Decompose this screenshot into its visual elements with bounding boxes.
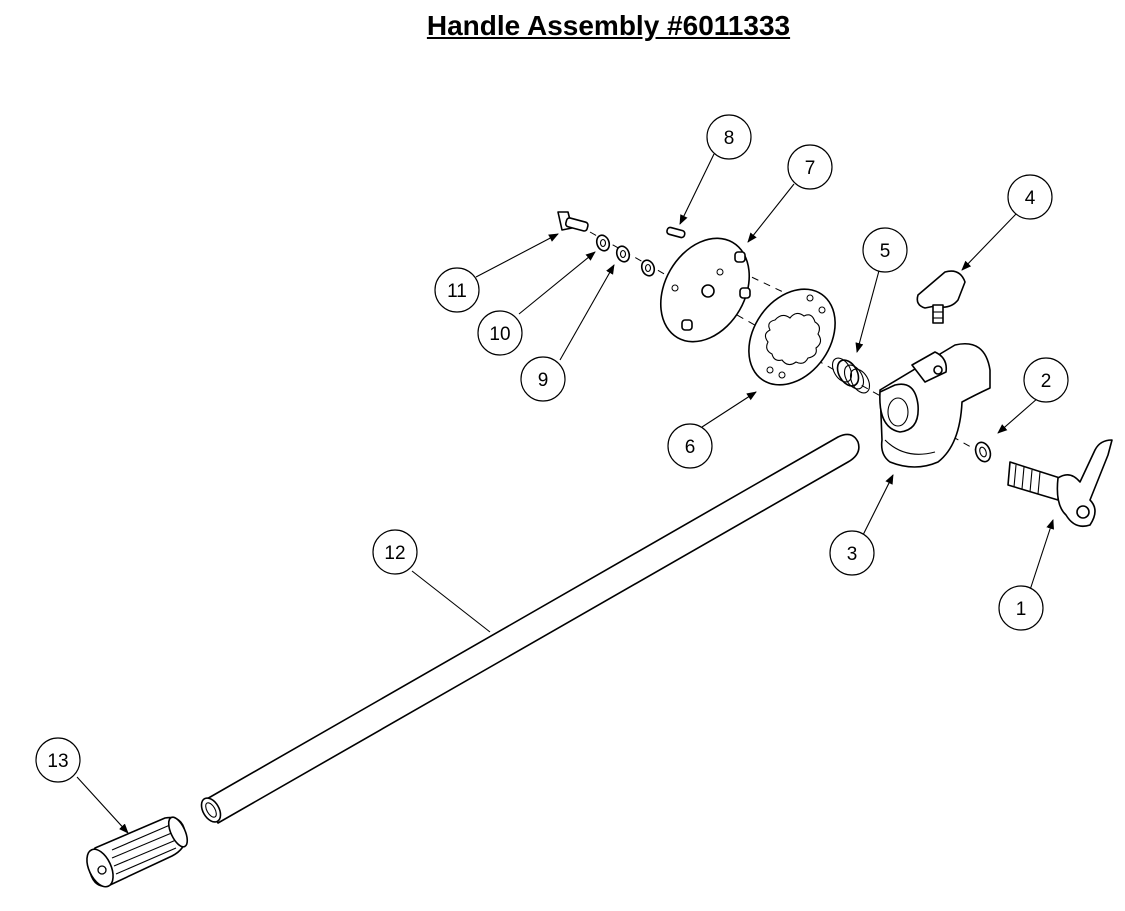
part-2-washer: [974, 441, 992, 463]
part-4-knob: [911, 270, 966, 383]
svg-text:11: 11: [447, 281, 467, 302]
callout-6: 6: [667, 423, 713, 469]
callout-7: 7: [787, 144, 833, 190]
callout-11: 11: [434, 267, 480, 313]
callout-10: 10: [477, 310, 523, 356]
part-8-pin: [666, 226, 686, 239]
svg-text:12: 12: [384, 543, 405, 564]
svg-text:2: 2: [1041, 371, 1052, 392]
callout-2: 2: [1023, 357, 1069, 403]
part-6-ratchet-plate: [748, 288, 836, 386]
part-7-cover-plate: [659, 237, 751, 343]
part-12-handle-tube: [200, 433, 860, 824]
svg-text:1: 1: [1016, 599, 1027, 620]
svg-text:6: 6: [685, 437, 696, 458]
svg-text:5: 5: [880, 241, 891, 262]
svg-text:8: 8: [724, 128, 735, 149]
svg-text:3: 3: [847, 544, 858, 565]
svg-text:13: 13: [47, 751, 68, 772]
callout-1: 1: [998, 585, 1044, 631]
callout-12: 12: [372, 529, 418, 575]
part-9-washer: [615, 245, 631, 263]
callout-9: 9: [520, 356, 566, 402]
callout-balloons: 1 2 3 4 5 6 7 8 9 10 11 12 13: [35, 114, 1069, 783]
leader-lines: [76, 153, 1054, 834]
svg-text:7: 7: [805, 158, 816, 179]
part-11-bolt: [557, 211, 589, 232]
svg-text:10: 10: [489, 324, 510, 345]
part-10-lock-washer: [595, 234, 611, 252]
part-3-clamp-body: [879, 343, 991, 468]
part-washer-small: [640, 259, 656, 277]
diagram-title: Handle Assembly #6011333: [426, 10, 791, 41]
svg-text:4: 4: [1025, 188, 1036, 209]
callout-8: 8: [706, 114, 752, 160]
callout-5: 5: [862, 227, 908, 273]
svg-text:9: 9: [538, 370, 549, 391]
callout-3: 3: [829, 530, 875, 576]
part-5-spring: [831, 357, 871, 394]
callout-4: 4: [1007, 174, 1053, 220]
part-13-grip: [86, 816, 189, 888]
callout-13: 13: [35, 737, 81, 783]
part-1-cam-lever: [1007, 439, 1113, 528]
